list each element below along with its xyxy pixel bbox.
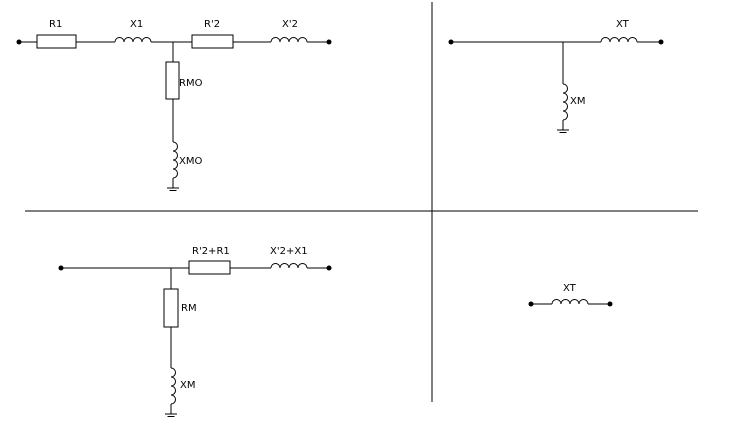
ground-icon <box>165 413 177 417</box>
circuit-series-xt-only: XT <box>528 283 613 307</box>
ground-icon <box>557 129 569 133</box>
terminal-right <box>326 39 332 45</box>
inductor-xt <box>551 299 589 305</box>
resistor-r2 <box>191 34 234 49</box>
label-r2: R'2 <box>204 19 220 30</box>
inductor-x2 <box>270 37 308 43</box>
label-r2-plus-r1: R'2+R1 <box>192 246 230 257</box>
circuit-approximate-equivalent: R'2+R1 X'2+X1 RM XM <box>58 246 332 417</box>
inductor-xmo <box>172 141 178 179</box>
terminal-right <box>326 265 332 271</box>
terminal-right <box>607 301 613 307</box>
label-xm: XM <box>570 96 585 107</box>
circuit-full-t-equivalent: R1 X1 R'2 X'2 RMO XMO <box>16 19 332 191</box>
label-xm: XM <box>180 380 195 391</box>
label-xmo: XMO <box>179 156 202 167</box>
label-rm: RM <box>181 303 197 314</box>
resistor-r2-plus-r1 <box>188 260 231 275</box>
inductor-xm <box>170 367 176 405</box>
circuit-shunt-xm-series-xt: XT XM <box>448 19 664 133</box>
inductor-xt <box>600 37 638 43</box>
ground-icon <box>167 187 179 191</box>
inductor-xm <box>562 83 568 121</box>
inductor-x1 <box>114 37 152 43</box>
label-xt: XT <box>563 283 577 294</box>
label-r1: R1 <box>49 19 62 30</box>
label-x2: X'2 <box>282 19 298 30</box>
resistor-rm <box>163 288 179 328</box>
resistor-rmo <box>165 61 180 100</box>
label-x1: X1 <box>130 19 143 30</box>
label-rmo: RMO <box>179 78 203 89</box>
label-xt: XT <box>616 19 630 30</box>
terminal-right <box>658 39 664 45</box>
inductor-x2-plus-x1 <box>270 263 308 269</box>
resistor-r1 <box>36 34 77 49</box>
label-x2-plus-x1: X'2+X1 <box>270 246 308 257</box>
